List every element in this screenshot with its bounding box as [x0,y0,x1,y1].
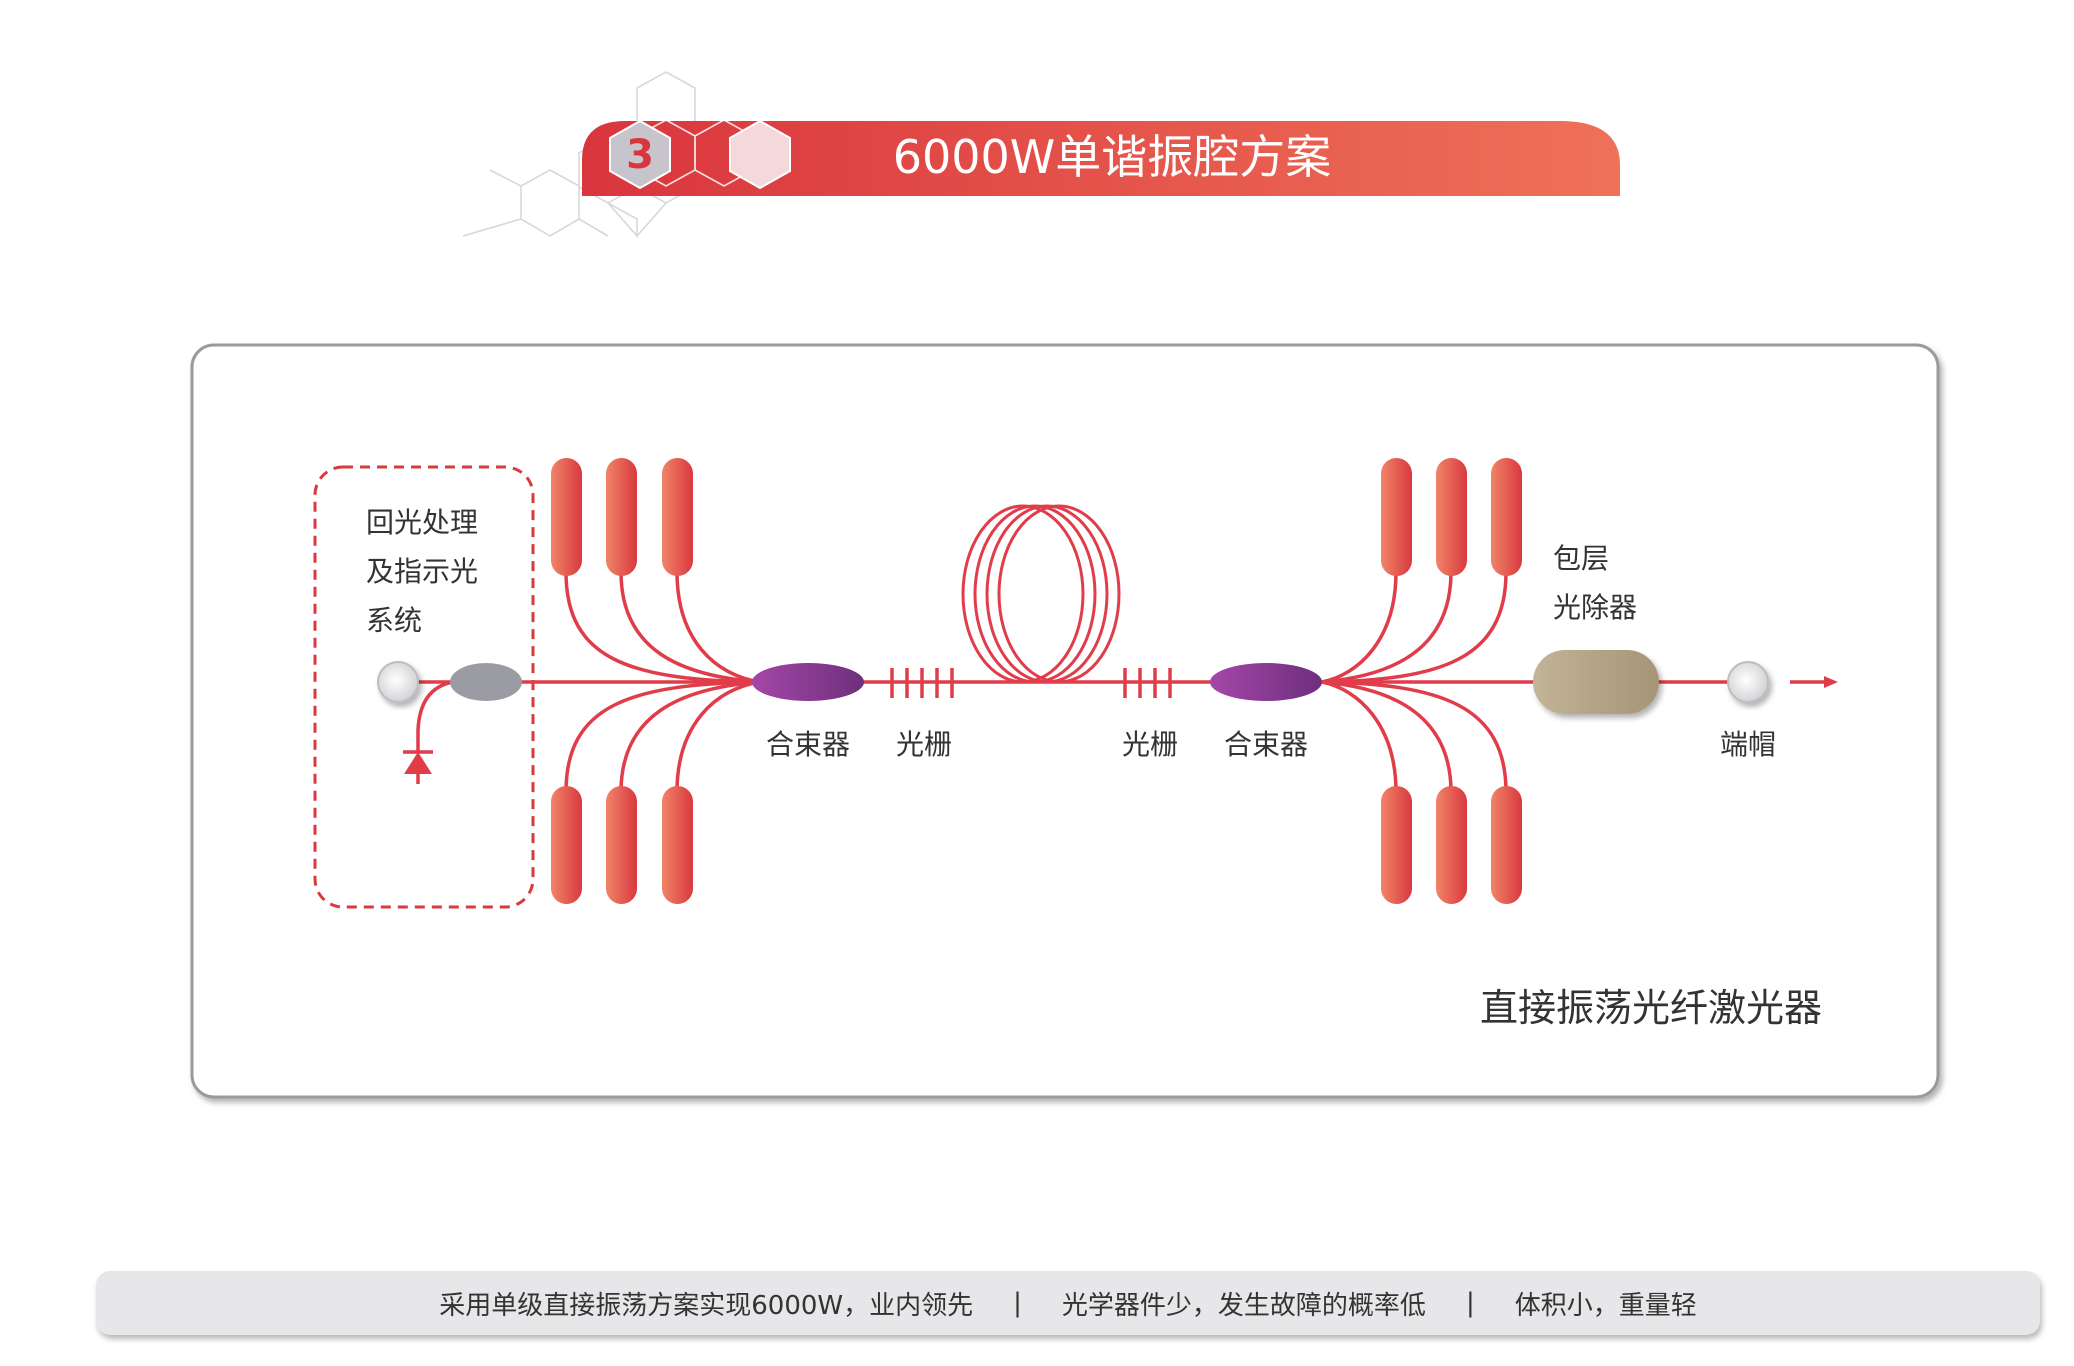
pump-module [1381,458,1412,576]
pump-module [1491,786,1522,904]
isolator-component [450,663,522,701]
feature-separator: | [1013,1288,1022,1318]
pump-module [606,458,637,576]
cps-label-2: 光除器 [1553,591,1637,624]
feature-item-1: 采用单级直接振荡方案实现6000W，业内领先 [439,1290,974,1321]
feature-item-2: 光学器件少，发生故障的概率低 [1061,1290,1426,1321]
right-pump-group-top [1381,458,1522,576]
photodiode [403,680,454,784]
output-arrow [1790,676,1838,688]
grating-left [890,668,954,698]
step-number: 3 [626,132,654,178]
pump-module [1436,458,1467,576]
grating-right-label: 光栅 [1122,728,1178,761]
feature-item-3: 体积小，重量轻 [1514,1290,1697,1321]
feature-separator: | [1465,1288,1475,1318]
backlight-system-box [313,465,535,909]
right-pump-fibers [1321,571,1508,793]
left-pump-group-bottom [551,786,693,904]
fiber-coil [961,504,1121,684]
input-endcap [377,661,419,703]
right-pump-group-bottom [1381,786,1522,904]
light-hexagon [729,119,791,190]
pump-module [606,786,637,904]
backlight-label-3: 系统 [366,604,422,637]
pump-module [662,458,693,576]
cps-label-1: 包层 [1553,542,1609,575]
title-banner [582,121,1620,196]
combiner-left [752,663,864,701]
diagram-panel [190,343,1940,1099]
combiner-right [1210,663,1322,701]
left-pump-fibers [564,571,761,793]
step-hexagon [609,119,671,190]
grating-left-label: 光栅 [896,728,952,761]
diagram-caption: 直接振荡光纤激光器 [1480,986,1822,1030]
feature-bar: 采用单级直接振荡方案实现6000W，业内领先 | 光学器件少，发生故障的概率低 … [96,1271,2040,1335]
pump-module [1436,786,1467,904]
pump-module [1491,458,1522,576]
output-endcap [1727,661,1769,703]
pump-module [662,786,693,904]
combiner-left-label: 合束器 [766,728,850,761]
backlight-label-2: 及指示光 [366,555,478,588]
backlight-label-1: 回光处理 [366,506,478,539]
combiner-right-label: 合束器 [1224,728,1308,761]
pump-module [1381,786,1412,904]
cladding-stripper [1533,650,1659,714]
pump-module [551,458,582,576]
left-pump-group-top [551,458,693,576]
endcap-label: 端帽 [1720,728,1776,761]
page-title: 6000W单谐振腔方案 [893,130,1332,184]
pump-module [551,786,582,904]
grating-right [1123,668,1172,698]
